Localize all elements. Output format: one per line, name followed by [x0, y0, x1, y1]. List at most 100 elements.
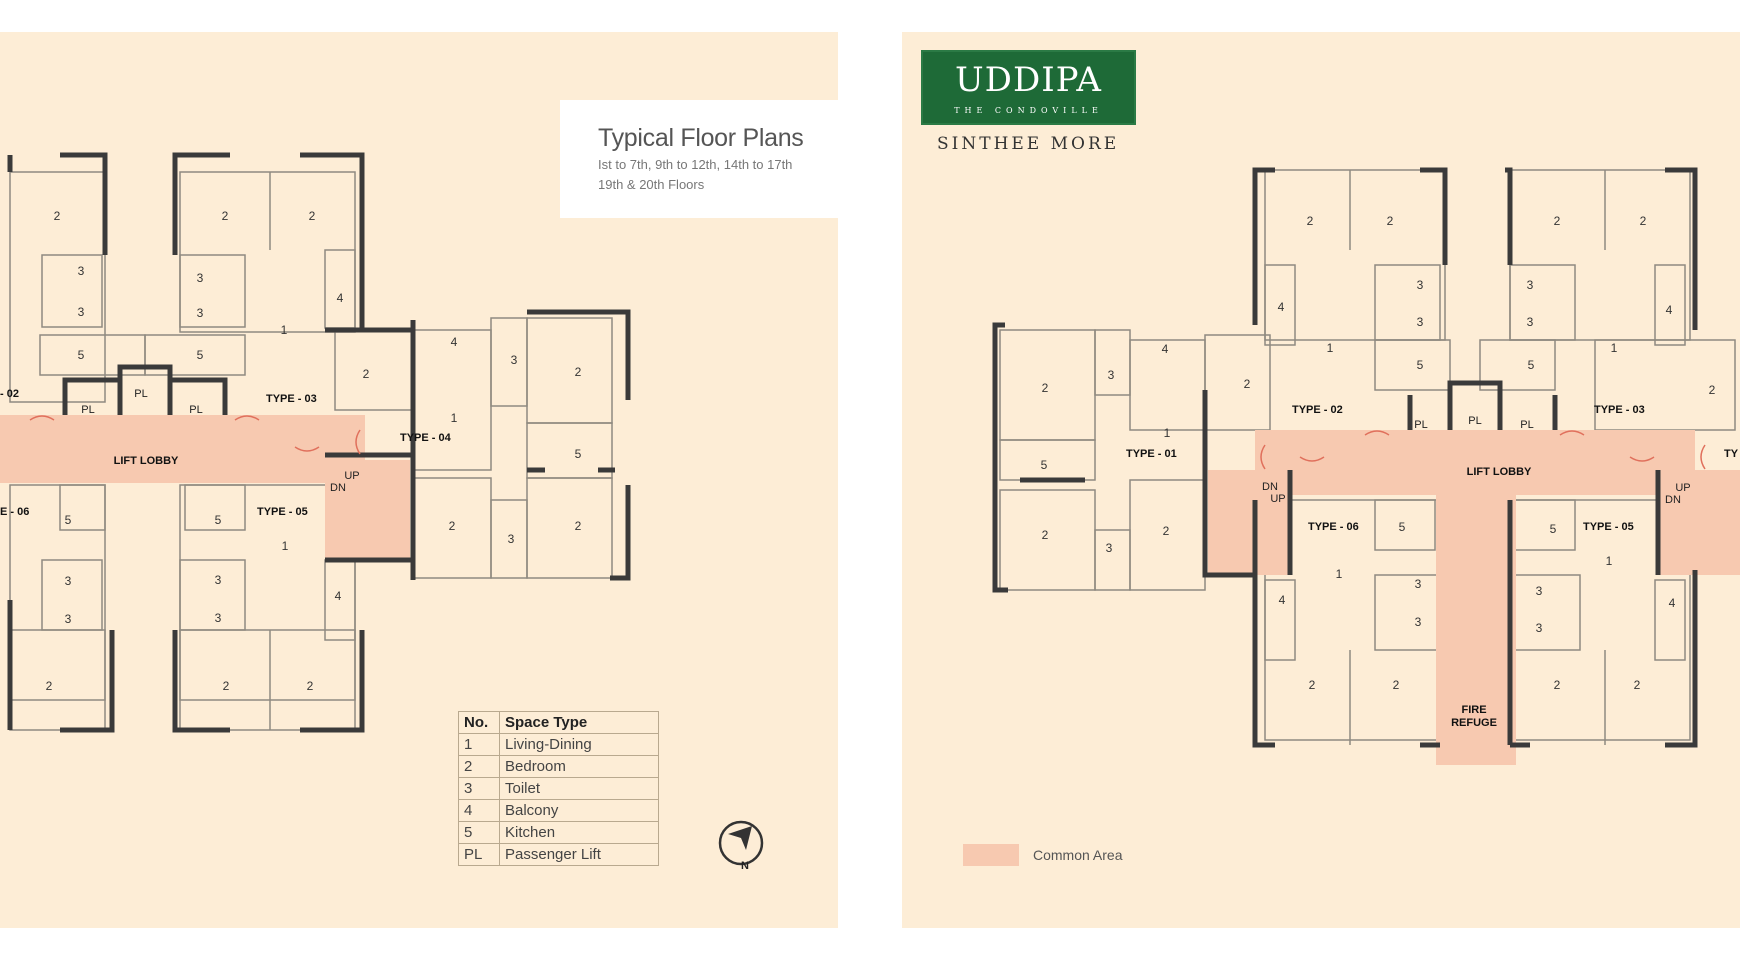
legend-type: Bedroom	[499, 755, 659, 778]
room-number: 1	[1606, 554, 1613, 568]
right-lift-3: PL	[1520, 419, 1533, 431]
room-number: 1	[1611, 341, 1618, 355]
room-number: 1	[281, 323, 288, 337]
right-lift-lobby-area	[1255, 430, 1695, 495]
right-lift-1: PL	[1414, 419, 1427, 431]
room-number: 5	[1041, 458, 1048, 472]
floors-line-1: Ist to 7th, 9th to 12th, 14th to 17th	[598, 157, 793, 172]
right-plan-labels: LIFT LOBBY FIRE REFUGE TYPE - 01 TYPE - …	[1126, 404, 1739, 729]
room-number: 2	[363, 367, 370, 381]
right-stair-right-dn: DN	[1665, 494, 1681, 506]
right-lift-lobby-label: LIFT LOBBY	[1467, 466, 1532, 478]
legend-row: 3 Toilet	[458, 777, 659, 800]
legend-no: PL	[458, 843, 500, 866]
room-number: 4	[1666, 303, 1673, 317]
right-door-arc-1	[1260, 444, 1266, 470]
title-box	[560, 100, 838, 218]
right-door-arc-6	[1700, 444, 1706, 470]
room-number: 1	[1164, 426, 1171, 440]
unit-label-right-03: TYPE - 03	[1594, 404, 1645, 416]
right-door-arc-5	[1629, 456, 1655, 462]
floors-subtitle: Ist to 7th, 9th to 12th, 14th to 17th 19…	[598, 155, 792, 195]
unit-label-left-03: TYPE - 03	[266, 393, 317, 405]
room-number: 2	[309, 209, 316, 223]
left-stair-dn: DN	[330, 482, 346, 494]
room-number: 2	[1244, 377, 1251, 391]
room-number: 3	[78, 305, 85, 319]
legend-row: 4 Balcony	[458, 799, 659, 822]
legend-row: 2 Bedroom	[458, 755, 659, 778]
room-number: 2	[1554, 678, 1561, 692]
room-number: 3	[65, 574, 72, 588]
room-number: 5	[1550, 522, 1557, 536]
legend-type: Living-Dining	[499, 733, 659, 756]
room-number: 1	[1336, 567, 1343, 581]
unit-label-right-01: TYPE - 01	[1126, 448, 1177, 460]
room-number: 2	[1640, 214, 1647, 228]
common-area-swatch	[963, 844, 1019, 866]
room-number: 4	[337, 291, 344, 305]
right-stair-left-dn: DN	[1262, 481, 1278, 493]
room-number: 3	[1415, 577, 1422, 591]
left-lift-lobby-label: LIFT LOBBY	[114, 455, 179, 467]
room-number: 4	[451, 335, 458, 349]
room-number: 1	[1327, 341, 1334, 355]
common-area-label: Common Area	[1033, 847, 1123, 863]
room-number: 5	[215, 513, 222, 527]
room-number: 2	[1163, 524, 1170, 538]
right-stair-right-up: UP	[1675, 482, 1690, 494]
unit-label-left-05: TYPE - 05	[257, 506, 308, 518]
room-number: 2	[46, 679, 53, 693]
room-number: 4	[335, 589, 342, 603]
space-type-legend: No. Space Type 1 Living-Dining 2 Bedroom…	[458, 711, 659, 866]
room-number: 4	[1162, 342, 1169, 356]
room-number: 3	[215, 573, 222, 587]
room-number: 3	[1417, 315, 1424, 329]
left-door-arc-2	[234, 415, 260, 421]
left-lift-lobby-area	[0, 415, 365, 483]
fire-label: FIRE	[1461, 704, 1486, 716]
room-number: 5	[78, 348, 85, 362]
room-number: 2	[222, 209, 229, 223]
room-number: 2	[449, 519, 456, 533]
room-number: 5	[575, 447, 582, 461]
room-number: 3	[78, 264, 85, 278]
legend-no: 5	[458, 821, 500, 844]
room-number: 4	[1278, 300, 1285, 314]
legend-type: Balcony	[499, 799, 659, 822]
room-number: 5	[1528, 358, 1535, 372]
project-location: SINTHEE MORE	[937, 134, 1120, 154]
unit-label-left-06: E - 06	[0, 506, 29, 518]
right-plan-thick-walls	[992, 167, 1698, 748]
room-number: 3	[511, 353, 518, 367]
legend-type: Toilet	[499, 777, 659, 800]
compass-ring-icon	[718, 820, 764, 866]
right-door-arc-3	[1364, 430, 1390, 436]
room-number: 2	[54, 209, 61, 223]
unit-label-right-05: TYPE - 05	[1583, 521, 1634, 533]
room-number: 3	[1527, 278, 1534, 292]
left-stair-area	[325, 460, 410, 560]
fire-refuge-area	[1436, 495, 1516, 765]
room-number: 2	[1387, 214, 1394, 228]
legend-row: PL Passenger Lift	[458, 843, 659, 866]
room-number: 4	[1669, 596, 1676, 610]
legend-type: Passenger Lift	[499, 843, 659, 866]
left-lift-1: PL	[81, 404, 94, 416]
common-areas	[0, 415, 1740, 765]
right-stair-labels: DN UP UP DN PL PL PL	[1262, 415, 1691, 506]
brand-logo: UDDIPA THE CONDOVILLE	[921, 50, 1136, 125]
room-number: 3	[1415, 615, 1422, 629]
room-number: 5	[1417, 358, 1424, 372]
left-stair-labels: UP DN PL PL PL	[81, 388, 359, 494]
room-number: 3	[1536, 621, 1543, 635]
left-lift-2: PL	[134, 388, 147, 400]
right-lift-2: PL	[1468, 415, 1481, 427]
compass-arrow-icon	[728, 826, 752, 850]
left-lift-3: PL	[189, 404, 202, 416]
legend-no: 4	[458, 799, 500, 822]
legend-header-type: Space Type	[499, 711, 659, 734]
north-compass: N	[718, 820, 764, 872]
right-door-arc-2	[1299, 456, 1325, 462]
right-stair-left-up: UP	[1270, 493, 1285, 505]
